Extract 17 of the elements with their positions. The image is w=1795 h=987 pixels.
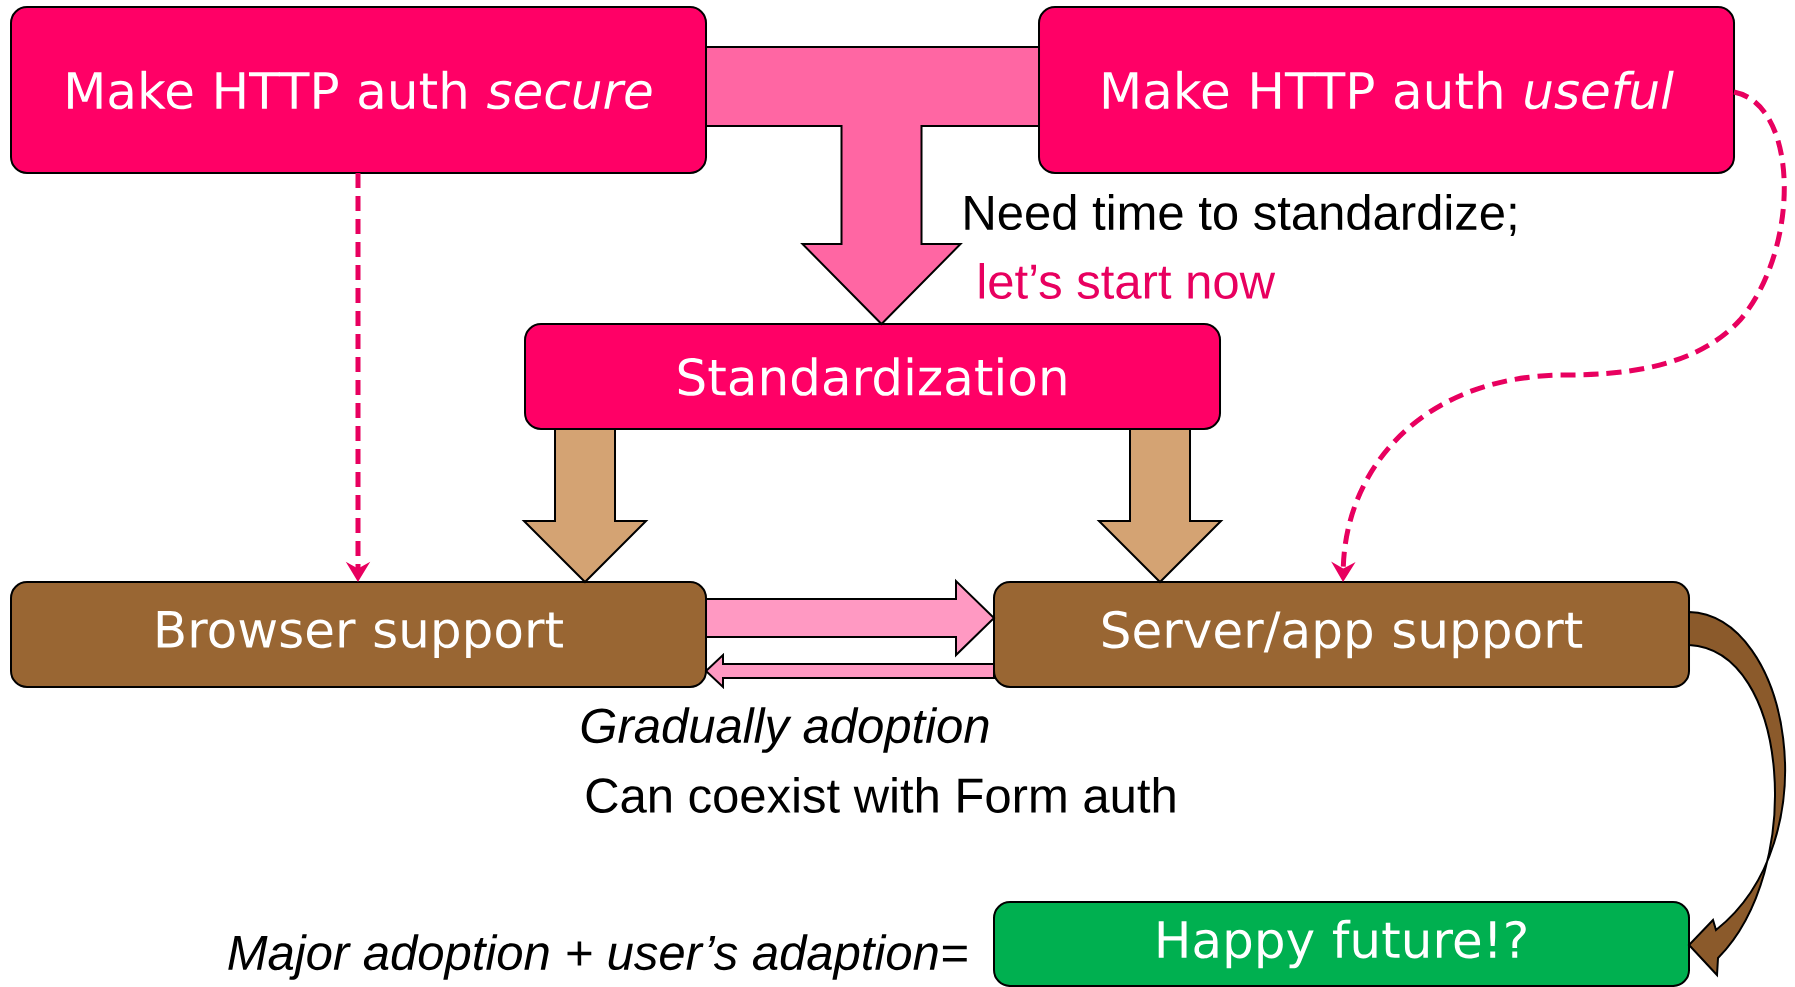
process-box: Make HTTP auth useful — [1038, 6, 1735, 174]
note-text: Gradually adoption — [581, 707, 989, 753]
note-text: let’s start now — [979, 263, 1276, 299]
process-box: Make HTTP auth secure — [10, 6, 707, 174]
note-text: Need time to standardize; — [965, 194, 1516, 236]
block-arrow — [705, 578, 996, 658]
note-text: Major adoption + user’s adaption= — [228, 934, 967, 980]
block-arrow — [1096, 428, 1224, 584]
block-arrow — [704, 652, 995, 690]
note-text: Can coexist with Form auth — [586, 777, 1175, 813]
process-box: Standardization — [524, 323, 1221, 430]
block-arrow — [705, 46, 1040, 326]
block-arrow — [521, 428, 649, 584]
curved-block-arrow — [1688, 611, 1787, 976]
process-box: Server/app support — [993, 581, 1690, 688]
process-box: Happy future!? — [993, 901, 1690, 987]
process-box: Browser support — [10, 581, 707, 688]
